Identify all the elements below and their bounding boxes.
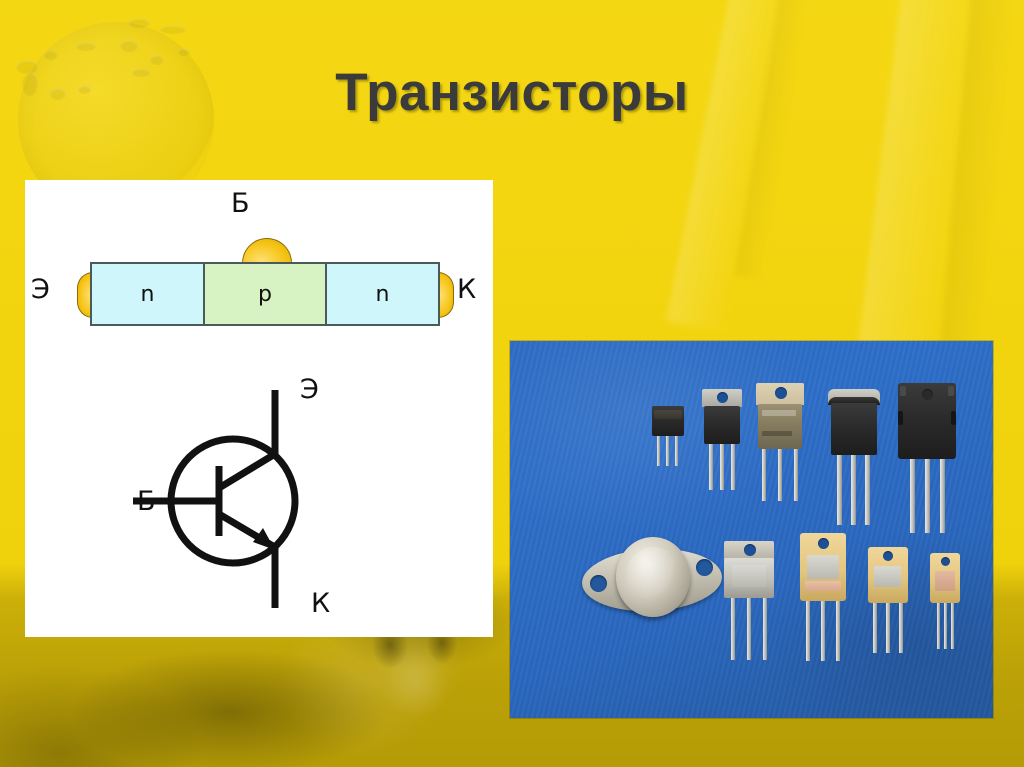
- label-base-symbol: Б: [137, 486, 156, 517]
- background-speck-icon: [44, 50, 58, 60]
- background-brushstroke: [666, 0, 794, 333]
- background-brushstroke: [734, 0, 816, 281]
- background-speck-icon: [160, 25, 186, 34]
- layer-p-base: p: [203, 262, 327, 326]
- label-base-structure: Б: [231, 188, 250, 219]
- background-speck-icon: [128, 18, 150, 28]
- transistor-schematic-symbol: Э Б К: [115, 374, 405, 626]
- collector-contact-icon: [438, 272, 454, 318]
- label-emitter-symbol: Э: [300, 374, 319, 405]
- background-speck-icon: [120, 40, 138, 52]
- transistor-item: [580, 531, 724, 629]
- label-emitter-structure: Э: [31, 274, 50, 305]
- layer-n-emitter: n: [90, 262, 205, 326]
- background-brushstroke: [937, 0, 1017, 382]
- label-collector-symbol: К: [311, 588, 331, 619]
- layer-n-collector: n: [325, 262, 440, 326]
- npn-symbol-icon: [133, 390, 299, 608]
- transistor-photo: [510, 341, 993, 718]
- background-brushstroke: [854, 0, 986, 384]
- background-speck-icon: [178, 48, 190, 56]
- diagram-panel: Б Э К n p n: [25, 180, 493, 637]
- label-collector-structure: К: [457, 274, 477, 305]
- slide-title: Транзисторы: [335, 63, 689, 122]
- base-contact-icon: [242, 238, 292, 263]
- background-speck-icon: [76, 42, 96, 51]
